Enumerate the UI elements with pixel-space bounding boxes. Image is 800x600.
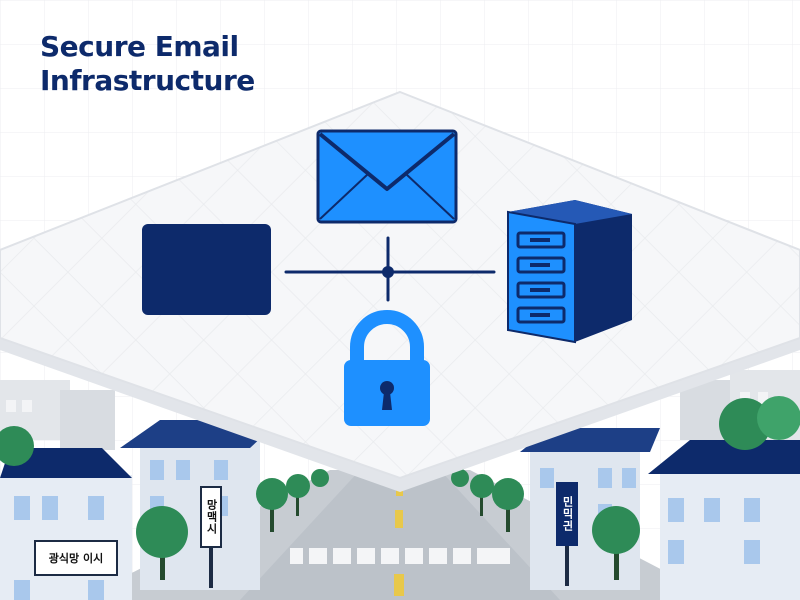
terminal-block-icon	[142, 224, 271, 315]
right-pole-sign: 민믹긘	[556, 482, 578, 546]
left-sign-pole	[209, 548, 213, 588]
right-sign-pole	[565, 546, 569, 586]
left-pole-sign: 망맥시	[200, 486, 222, 548]
padlock-icon	[344, 310, 430, 426]
page-title: Secure Email Infrastructure	[40, 30, 255, 98]
title-line-2: Infrastructure	[40, 64, 255, 97]
server-tower-icon	[507, 200, 632, 344]
shop-sign: 광식망 이시	[34, 540, 118, 576]
envelope-icon	[316, 129, 458, 224]
network-junction-icon	[382, 266, 394, 278]
trees	[0, 396, 800, 580]
title-line-1: Secure Email	[40, 30, 239, 63]
platform	[0, 90, 800, 492]
